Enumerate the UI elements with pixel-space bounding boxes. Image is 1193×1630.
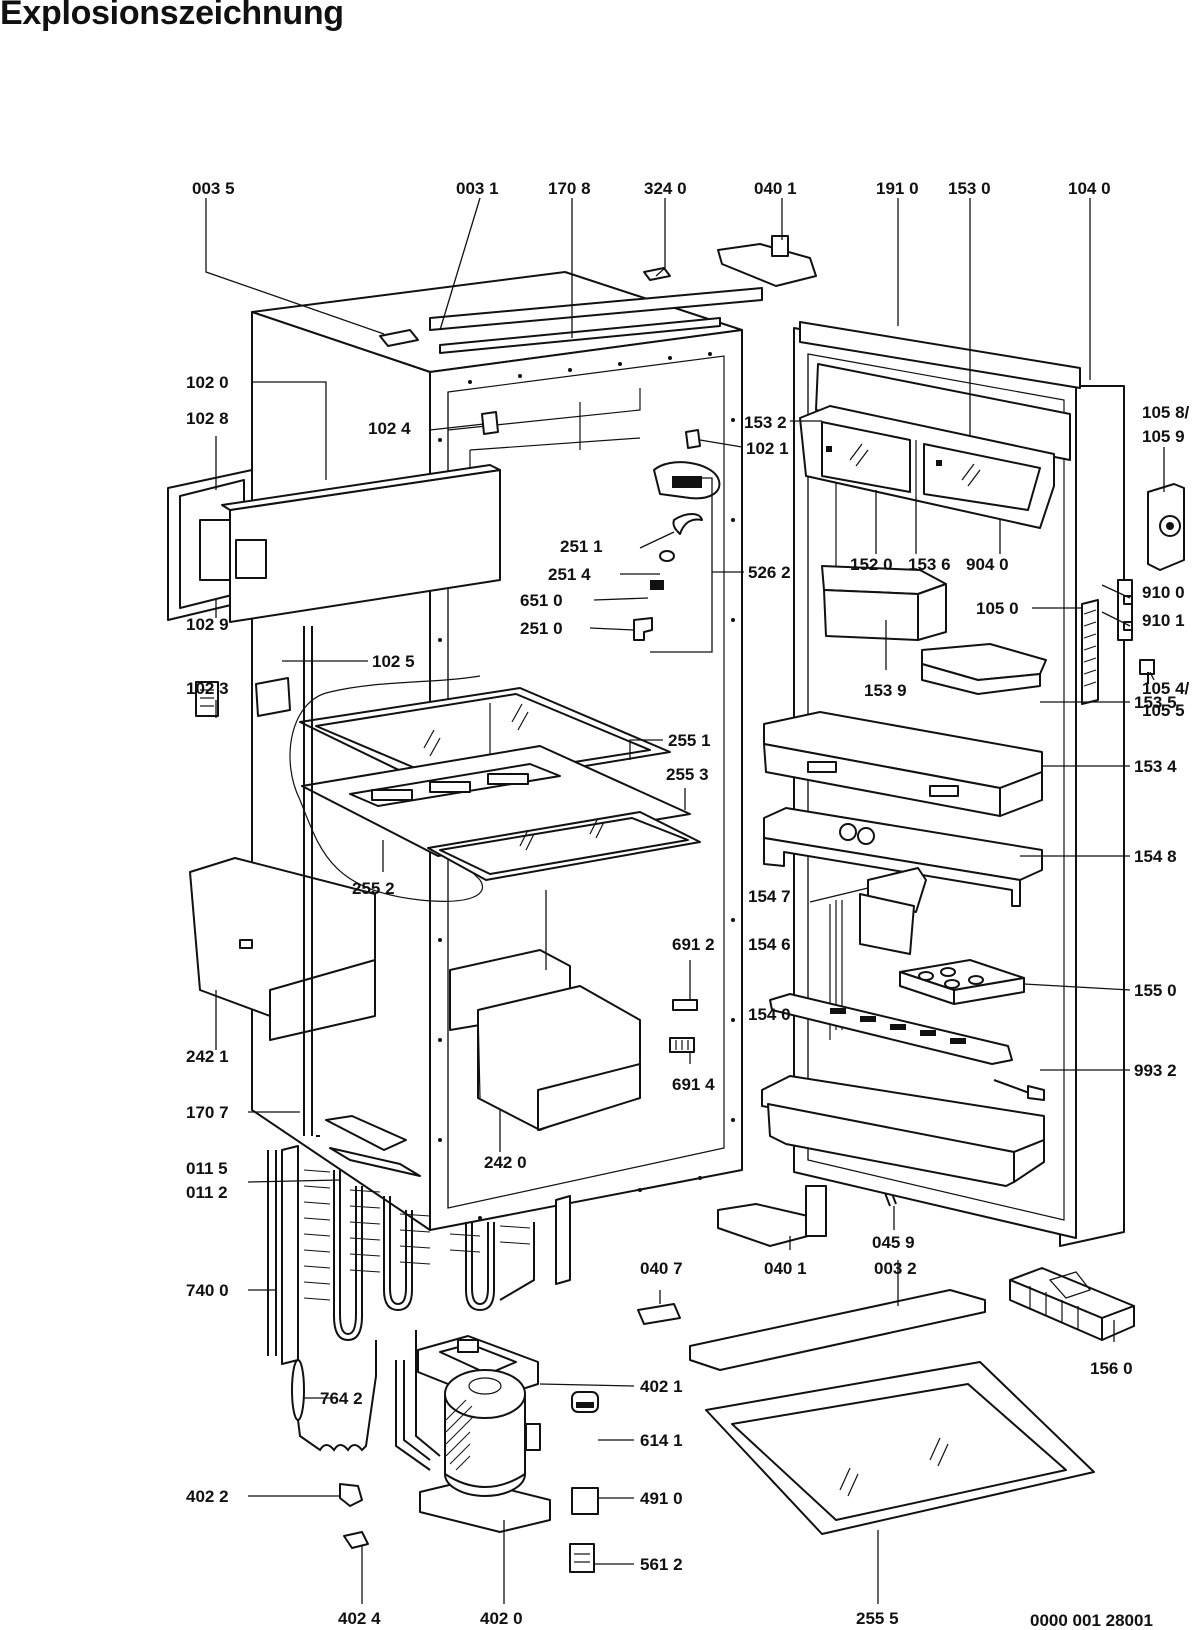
page-title: Explosionszeichnung [0,0,344,32]
label-255-5: 255 5 [856,1609,899,1628]
label-003-1: 003 1 [456,179,499,198]
door-bottle-shelf [761,1075,1045,1187]
label-651-0: 651 0 [520,591,563,610]
label-102-4: 102 4 [368,419,411,438]
label-910-1: 910 1 [1142,611,1185,630]
label-402-1: 402 1 [640,1377,683,1396]
label-251-0: 251 0 [520,619,563,638]
door-bottle-rail [769,993,1013,1065]
label-102-9: 102 9 [186,615,229,634]
label-614-1: 614 1 [640,1431,683,1450]
bottom-parts [637,1289,1095,1535]
label-526-2: 526 2 [748,563,791,582]
label-102-3: 102 3 [186,679,229,698]
label-154-6: 154 6 [748,935,791,954]
label-045-9: 045 9 [872,1233,915,1252]
door-small-boxes [821,565,1047,695]
hinges [717,235,897,1247]
leader-lines [205,197,1165,1604]
label-153-5: 153 5 [1134,693,1177,712]
label-003-2: 003 2 [874,1259,917,1278]
label-740-0: 740 0 [186,1281,229,1300]
label-255-3: 255 3 [666,765,709,784]
label-102-8: 102 8 [186,409,229,428]
label-402-4: 402 4 [338,1609,381,1628]
label-154-0: 154 0 [748,1005,791,1024]
cutaway-outline [289,691,483,902]
label-255-2: 255 2 [352,879,395,898]
label-324-0: 324 0 [644,179,687,198]
label-764-2: 764 2 [320,1389,363,1408]
label-105-4: 105 4/ [1142,679,1190,698]
label-105-8: 105 8/ [1142,403,1190,422]
condenser [267,626,571,1365]
label-040-1-top: 040 1 [754,179,797,198]
door-butter-compartment [799,363,1071,529]
label-104-0: 104 0 [1068,179,1111,198]
label-153-2: 153 2 [744,413,787,432]
door-shelf-upper [763,711,1043,817]
label-011-5: 011 5 [186,1159,228,1178]
compressor-group [291,1330,599,1573]
label-561-2: 561 2 [640,1555,683,1574]
label-153-9: 153 9 [864,681,907,700]
label-152-0: 152 0 [850,555,893,574]
label-153-0: 153 0 [948,179,991,198]
label-402-2: 402 2 [186,1487,229,1506]
part-labels: 003 5 003 1 170 8 324 0 040 1 191 0 153 … [186,179,1190,1628]
ice-tray [1009,1267,1135,1341]
chiller-compartment [167,411,701,717]
label-993-2: 993 2 [1134,1061,1177,1080]
label-102-1: 102 1 [746,439,789,458]
label-242-0: 242 0 [484,1153,527,1172]
door-shelf-middle [763,807,1043,907]
label-251-4: 251 4 [548,565,591,584]
label-153-4: 153 4 [1134,757,1177,776]
label-156-0: 156 0 [1090,1359,1133,1378]
label-491-0: 491 0 [640,1489,683,1508]
crisper-drawers [189,857,698,1131]
label-155-0: 155 0 [1134,981,1177,1000]
label-691-2: 691 2 [672,935,715,954]
door-box-and-egg-tray [859,867,1025,1005]
label-191-0: 191 0 [876,179,919,198]
label-102-0: 102 0 [186,373,229,392]
label-011-2: 011 2 [186,1183,228,1202]
label-170-7: 170 7 [186,1103,229,1122]
label-154-7: 154 7 [748,887,791,906]
label-105-5: 105 5 [1142,701,1185,720]
label-040-7: 040 7 [640,1259,683,1278]
label-904-0: 904 0 [966,555,1009,574]
label-170-8: 170 8 [548,179,591,198]
document-number: 0000 001 28001 [1030,1611,1153,1630]
label-105-9: 105 9 [1142,427,1185,446]
label-691-4: 691 4 [672,1075,715,1094]
label-102-5: 102 5 [372,652,415,671]
thermostat-assembly [633,461,721,641]
label-402-0: 402 0 [480,1609,523,1628]
label-040-1-bottom: 040 1 [764,1259,807,1278]
label-154-8: 154 8 [1134,847,1177,866]
label-910-0: 910 0 [1142,583,1185,602]
label-153-6: 153 6 [908,555,951,574]
glass-shelves [299,687,701,881]
label-242-1: 242 1 [186,1047,229,1066]
label-105-0: 105 0 [976,599,1019,618]
label-255-1: 255 1 [668,731,711,750]
label-003-5: 003 5 [192,179,235,198]
label-251-1: 251 1 [560,537,603,556]
